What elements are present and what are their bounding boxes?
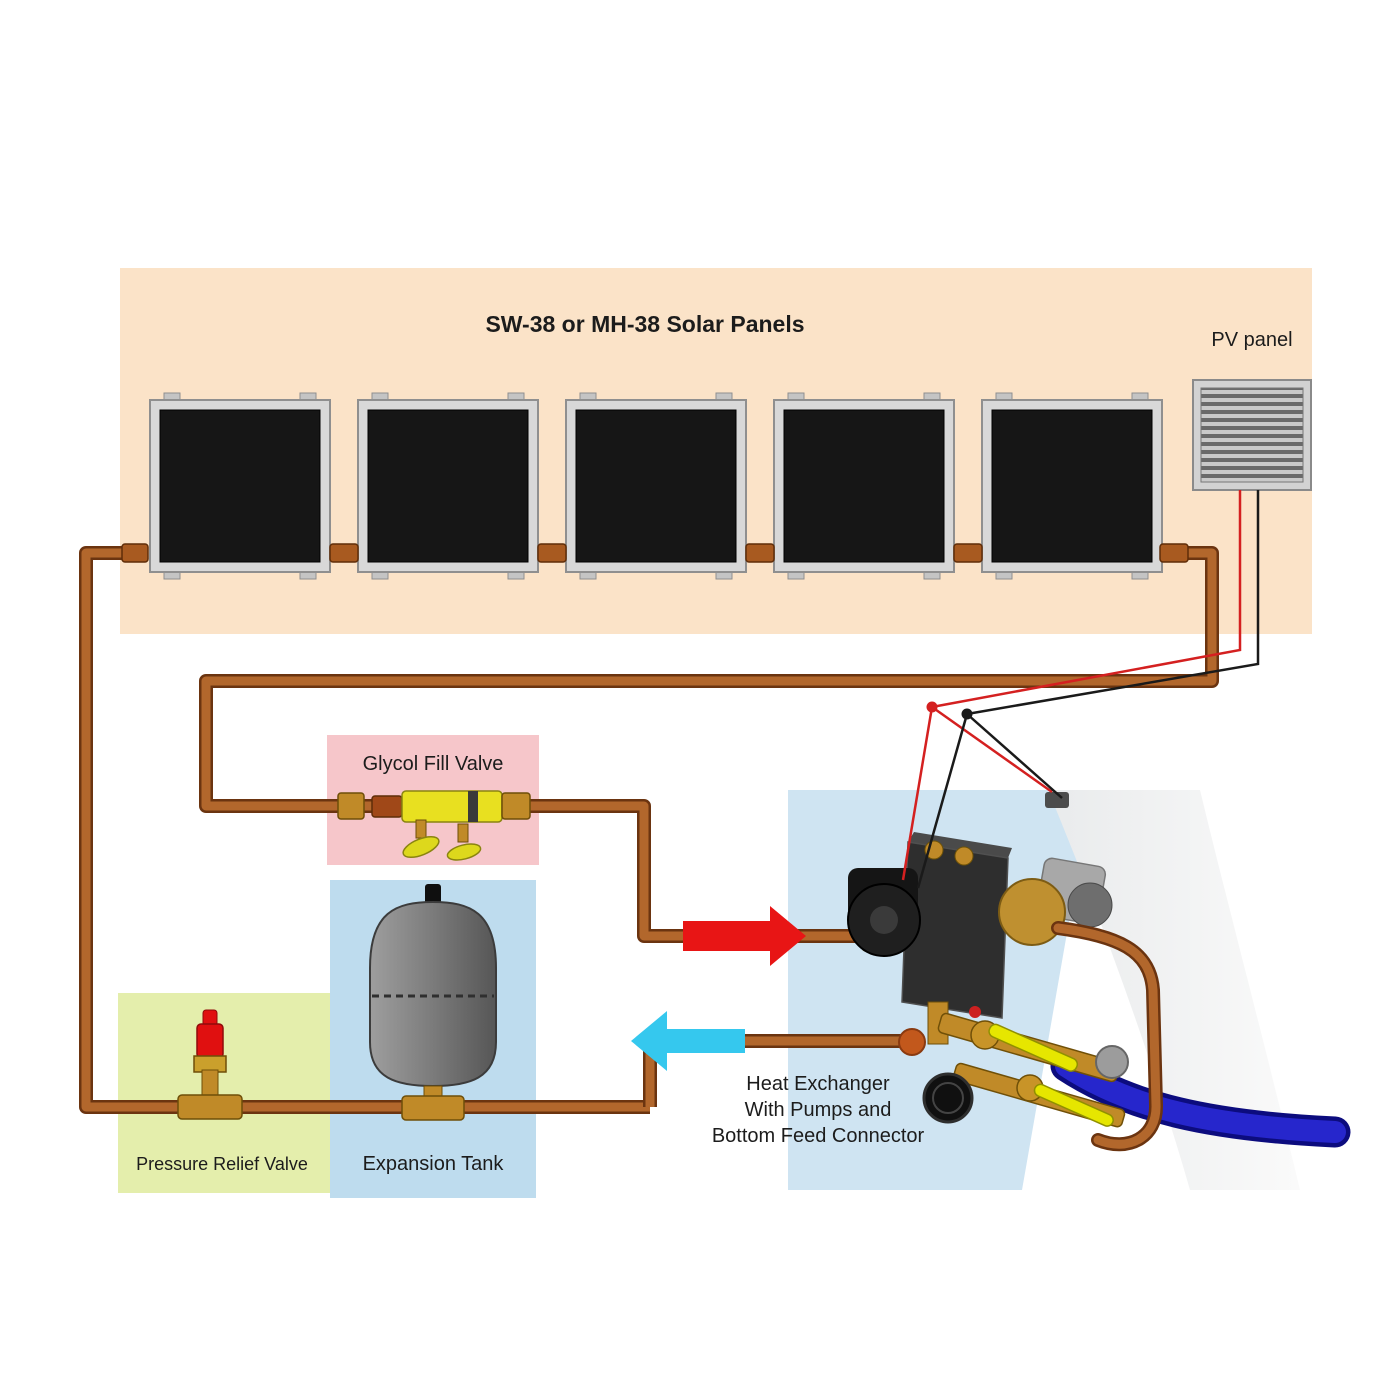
pv-wire-black-branch (916, 713, 969, 889)
pv-panel (1192, 379, 1312, 491)
valve-fitting (371, 795, 403, 818)
pv-panel-label: PV panel (1211, 329, 1292, 351)
pressure-relief-valve (177, 1009, 243, 1120)
pipe-fitting (121, 543, 149, 563)
pressure-relief-box (118, 993, 330, 1193)
panel-interconnect-fittings (121, 543, 1189, 563)
pv-wire-red-branch (901, 706, 934, 881)
solar-panel-1 (149, 392, 331, 580)
pipe-fitting (953, 543, 983, 563)
solar-panel-3 (565, 392, 747, 580)
bottom-feed-connector (922, 1012, 1129, 1128)
panels-title: SW-38 or MH-38 Solar Panels (485, 311, 804, 337)
pipe-fitting (329, 543, 359, 563)
pv-wire-black (966, 490, 1260, 716)
relief-stem (201, 1069, 219, 1099)
tank-loop-pipe (1051, 921, 1163, 1152)
expansion-tank (369, 884, 497, 1121)
drain-cap (969, 1006, 981, 1018)
pipe-fitting (1159, 543, 1189, 563)
hx-label-line3: Bottom Feed Connector (712, 1125, 925, 1147)
tank-body (369, 900, 497, 1088)
glycol-valve-label: Glycol Fill Valve (363, 753, 504, 775)
hx-label-line2: With Pumps and (745, 1099, 892, 1121)
valve-body (401, 790, 503, 823)
cold-flow-arrow (631, 1011, 745, 1071)
relief-tee (177, 1094, 243, 1120)
glycol-fill-valve (337, 790, 531, 861)
valve-lever (988, 1023, 1079, 1072)
pipe-fitting (745, 543, 775, 563)
valve-handle (446, 843, 482, 861)
valve-coupling (501, 792, 531, 820)
valve-coupling (337, 792, 365, 820)
valve-handle (402, 835, 440, 859)
solar-panel-4 (773, 392, 955, 580)
hx-top-port (954, 846, 974, 866)
tank-wall (1048, 790, 1300, 1190)
pv-wire-black-branch (966, 713, 1063, 799)
gauge-ring (932, 1082, 964, 1114)
pv-wire-red-branch (931, 705, 1053, 794)
tank-top-valve (425, 884, 441, 904)
cold-water-pipe (1050, 1050, 1351, 1148)
relief-cap (196, 1023, 224, 1059)
hx-label-line1: Heat Exchanger (746, 1073, 890, 1095)
solar-panel-5 (981, 392, 1163, 580)
pv-wiring (901, 490, 1260, 889)
valve-stem (415, 819, 427, 839)
wire-junction-red (926, 701, 938, 713)
expansion-tank-label: Expansion Tank (363, 1153, 505, 1175)
bottom-elbow (898, 1028, 926, 1056)
hx-top-face (908, 832, 1012, 858)
hot-flow-arrow (683, 906, 806, 966)
gauge (922, 1072, 974, 1124)
supply-pipe (79, 546, 650, 1114)
right-pump-endcap (1067, 882, 1113, 928)
heat-exchanger-label: Heat Exchanger With Pumps and Bottom Fee… (712, 1073, 925, 1147)
valve-band (468, 791, 478, 822)
pv-wire-red (931, 490, 1242, 709)
solar-panel-2 (357, 392, 539, 580)
pipe-fitting (537, 543, 567, 563)
right-pump-volute (998, 878, 1066, 946)
wire-junction-black (961, 708, 973, 720)
tank-tee (401, 1095, 465, 1121)
valve-stem (457, 823, 469, 843)
pressure-relief-label: Pressure Relief Valve (136, 1154, 308, 1174)
gray-union-fitting (1095, 1045, 1129, 1079)
left-pump-cap (870, 906, 898, 934)
pump-terminal-box (1045, 792, 1069, 808)
hot-return-pipe (199, 546, 1219, 943)
valve-lever (1033, 1083, 1114, 1127)
